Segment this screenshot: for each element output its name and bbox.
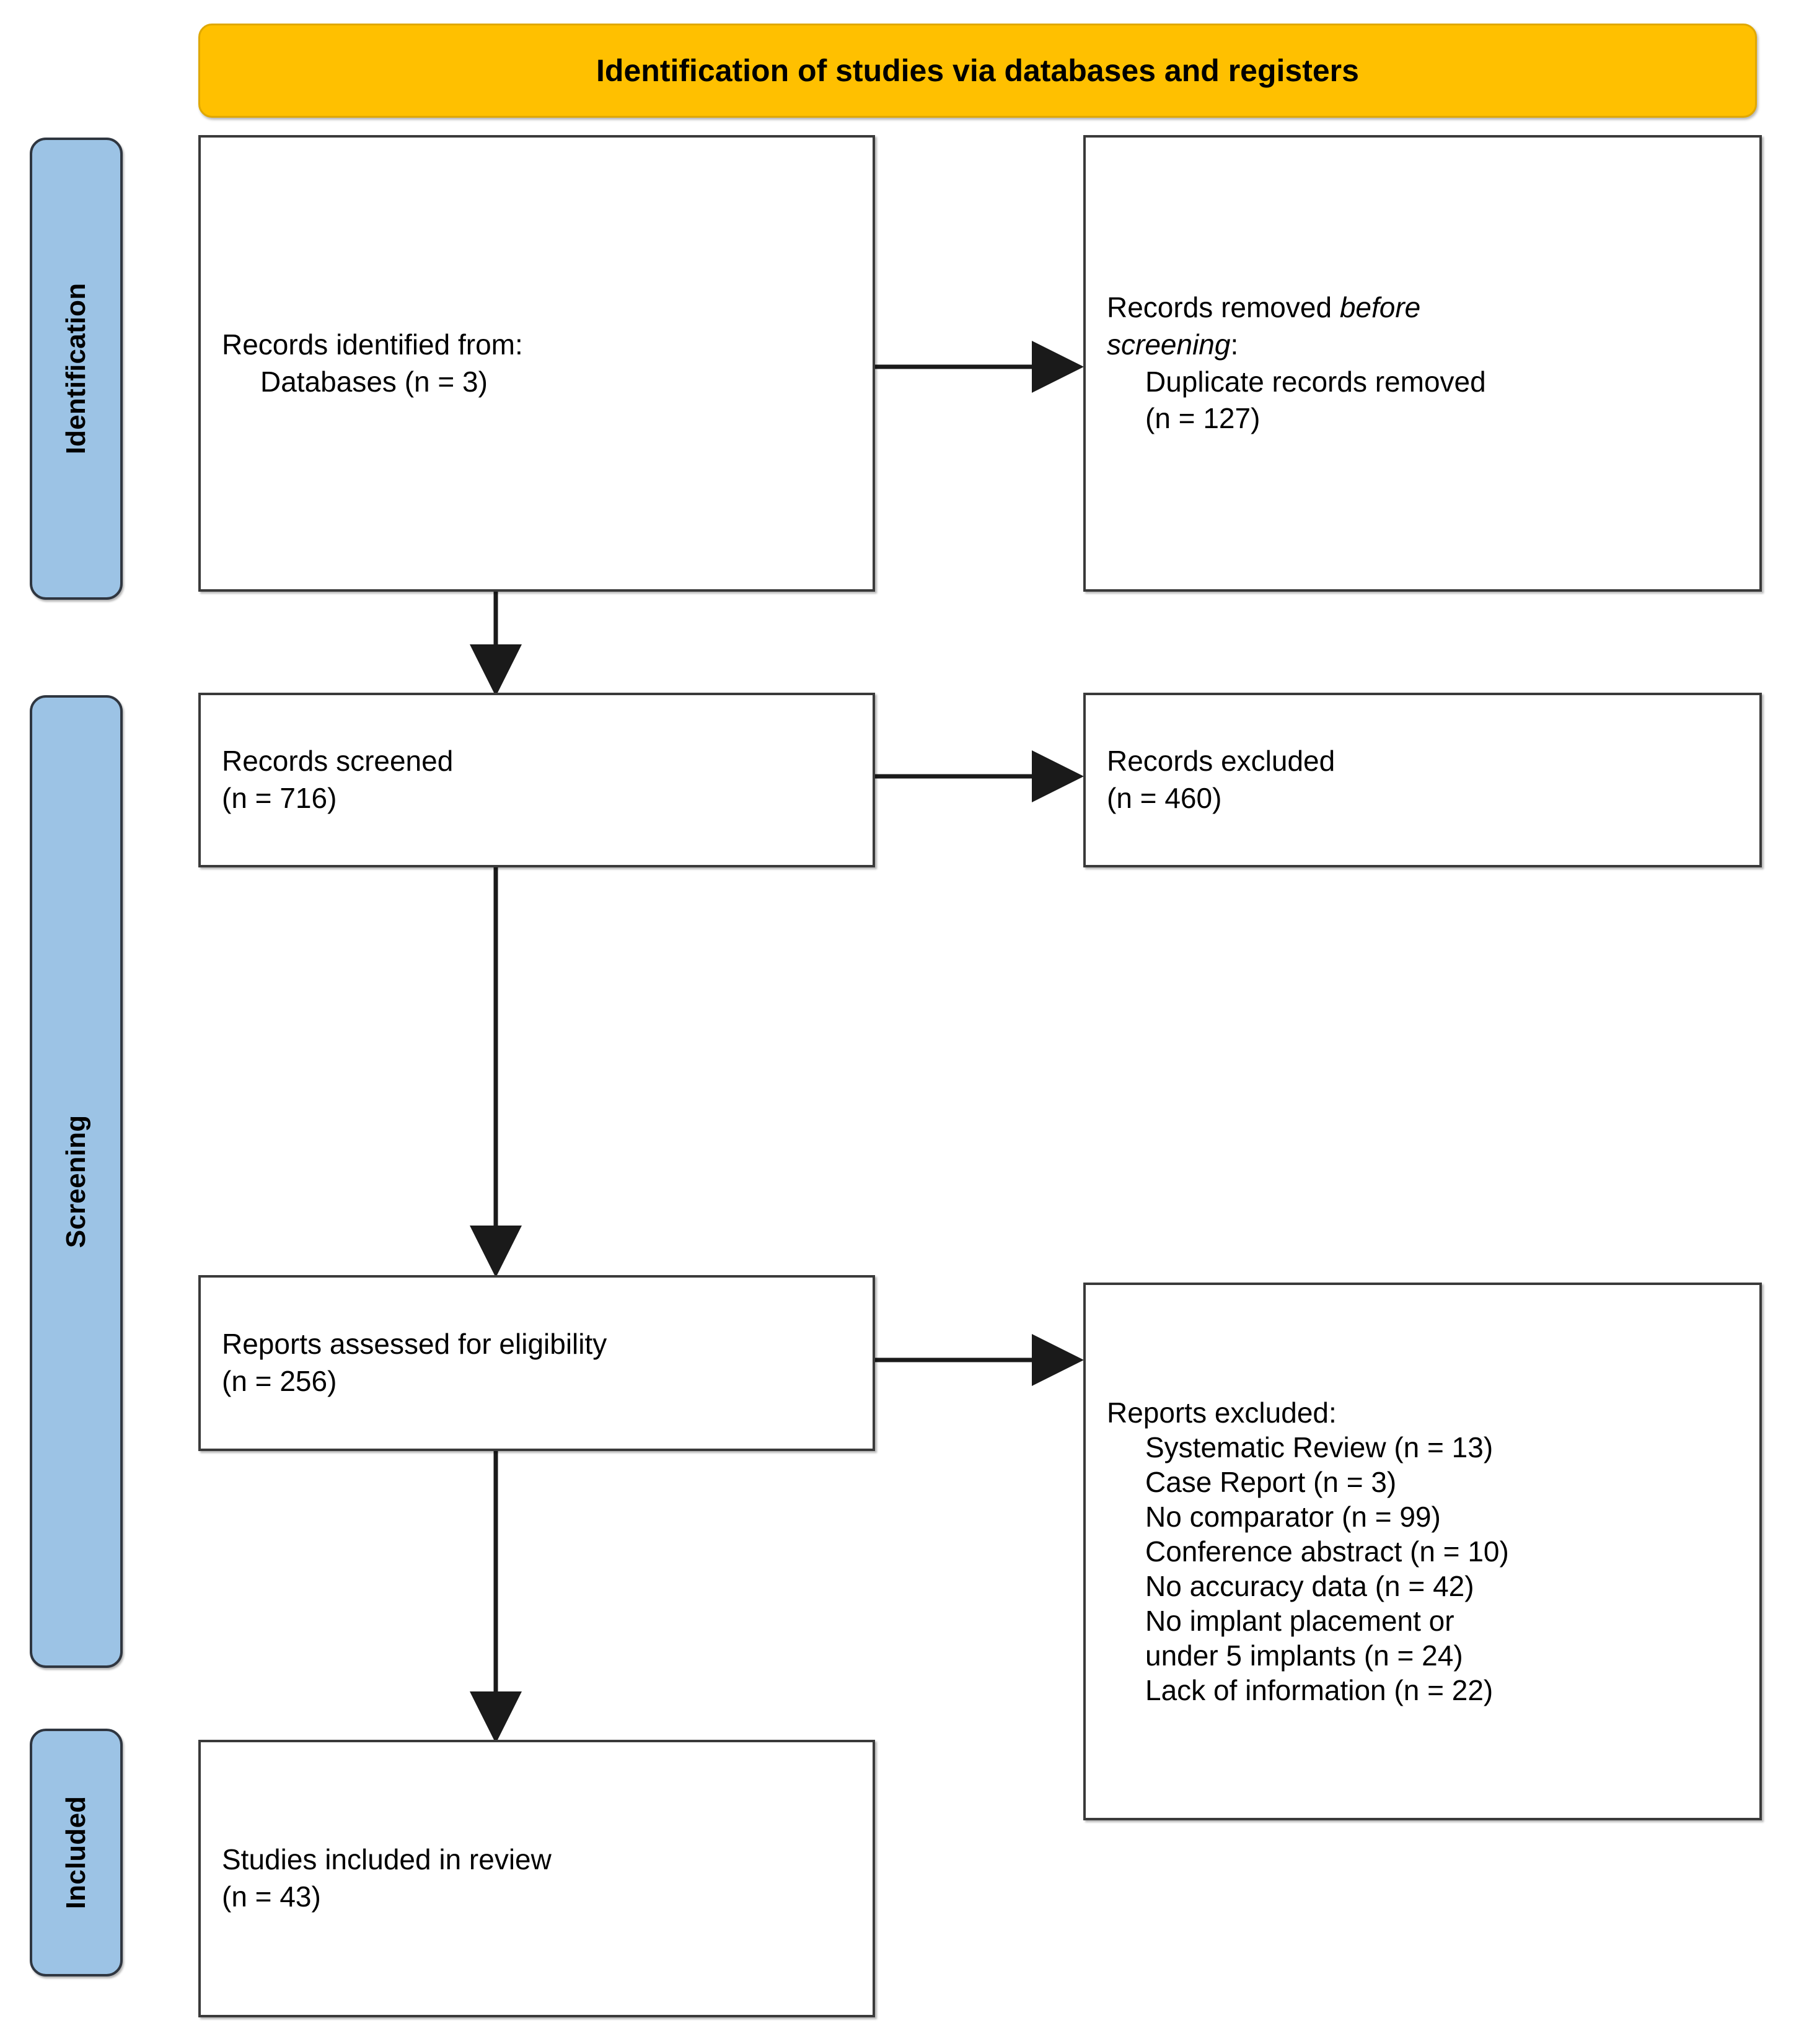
records-screened-line-2: (n = 716) — [222, 782, 337, 814]
reports-excluded-item-6a: No implant placement or — [1145, 1605, 1454, 1638]
box-reports-assessed: Reports assessed for eligibility (n = 25… — [198, 1275, 875, 1451]
records-removed-italic-before: before — [1339, 291, 1421, 323]
box-reports-excluded: Reports excluded: Systematic Review (n =… — [1083, 1283, 1762, 1820]
studies-included-line-1: Studies included in review — [222, 1843, 552, 1876]
box-records-identified: Records identified from: Databases (n = … — [198, 135, 875, 592]
reports-excluded-item-5: No accuracy data (n = 42) — [1145, 1570, 1474, 1603]
stage-band-screening: Screening — [30, 695, 123, 1668]
box-studies-included: Studies included in review (n = 43) — [198, 1740, 875, 2017]
records-screened-line-1: Records screened — [222, 745, 454, 778]
records-removed-line-1: Records removed before — [1107, 289, 1738, 327]
stage-label-identification: Identification — [61, 283, 91, 455]
box-records-screened: Records screened (n = 716) — [198, 693, 875, 867]
reports-excluded-item-4: Conference abstract (n = 10) — [1145, 1535, 1509, 1568]
reports-excluded-item-7: Lack of information (n = 22) — [1145, 1674, 1494, 1707]
reports-excluded-heading: Reports excluded: — [1107, 1396, 1337, 1429]
records-identified-line-2: Databases (n = 3) — [260, 365, 488, 398]
reports-assessed-line-1: Reports assessed for eligibility — [222, 1328, 607, 1361]
records-identified-line-1: Records identified from: — [222, 328, 523, 361]
records-removed-line-2: screening: — [1107, 327, 1738, 364]
reports-excluded-item-1: Systematic Review (n = 13) — [1145, 1431, 1494, 1463]
reports-excluded-item-6b: under 5 implants (n = 24) — [1145, 1639, 1463, 1672]
reports-assessed-line-2: (n = 256) — [222, 1365, 337, 1397]
reports-excluded-item-2: Case Report (n = 3) — [1145, 1465, 1397, 1498]
stage-label-screening: Screening — [61, 1115, 91, 1248]
studies-included-line-2: (n = 43) — [222, 1880, 321, 1913]
diagram-title-banner: Identification of studies via databases … — [198, 24, 1757, 118]
records-excluded-line-2: (n = 460) — [1107, 782, 1222, 814]
records-removed-colon: : — [1230, 328, 1239, 361]
box-records-removed: Records removed before screening: Duplic… — [1083, 135, 1762, 592]
records-removed-text: Records removed — [1107, 291, 1340, 323]
records-removed-italic-screening: screening — [1107, 328, 1231, 361]
page-title: Identification of studies via databases … — [596, 53, 1359, 88]
records-excluded-line-1: Records excluded — [1107, 745, 1335, 778]
box-records-excluded: Records excluded (n = 460) — [1083, 693, 1762, 867]
stage-label-included: Included — [61, 1796, 91, 1910]
stage-band-identification: Identification — [30, 138, 123, 600]
records-removed-line-4: (n = 127) — [1145, 402, 1261, 435]
records-removed-line-3: Duplicate records removed — [1145, 365, 1486, 398]
stage-band-included: Included — [30, 1729, 123, 1976]
reports-excluded-item-3: No comparator (n = 99) — [1145, 1500, 1441, 1533]
